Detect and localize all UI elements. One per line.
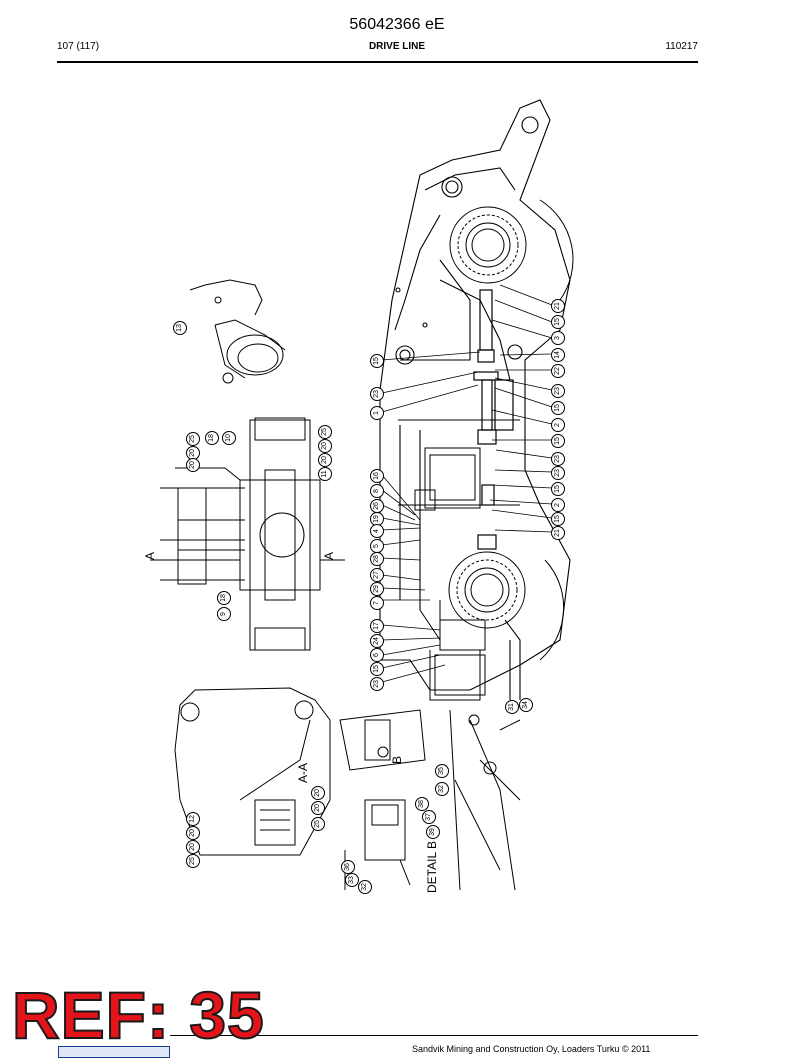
callout-33: 33 xyxy=(345,873,359,887)
transmission xyxy=(414,447,486,701)
callout-20: 20 xyxy=(186,458,200,472)
callout-11: 11 xyxy=(318,467,332,481)
callout-15: 15 xyxy=(370,354,384,368)
callouts xyxy=(381,284,553,683)
callout-23: 23 xyxy=(551,466,565,480)
callout-23: 23 xyxy=(370,387,384,401)
callout-13: 13 xyxy=(173,321,187,335)
callout-36: 36 xyxy=(341,860,355,874)
axle-section-view xyxy=(150,417,345,651)
callout-4: 4 xyxy=(370,524,384,538)
section-a-a-label: A-A xyxy=(296,762,310,783)
callout-15: 15 xyxy=(551,315,565,329)
callout-20: 20 xyxy=(186,826,200,840)
callout-20: 20 xyxy=(186,840,200,854)
callout-5: 5 xyxy=(370,539,384,553)
callout-20: 20 xyxy=(318,453,332,467)
callout-14: 14 xyxy=(551,348,565,362)
callout-39: 39 xyxy=(426,825,440,839)
callout-29: 29 xyxy=(370,582,384,596)
callout-32: 32 xyxy=(435,782,449,796)
callout-24: 24 xyxy=(370,634,384,648)
front-axle-hub xyxy=(449,199,574,301)
footer-rule xyxy=(170,1035,698,1036)
callout-32: 32 xyxy=(358,880,372,894)
callout-23: 23 xyxy=(551,384,565,398)
callout-16: 16 xyxy=(370,469,384,483)
callout-1: 1 xyxy=(370,406,384,420)
callout-9: 9 xyxy=(217,607,231,621)
callout-20: 20 xyxy=(311,786,325,800)
callout-3: 3 xyxy=(551,331,565,345)
callout-38: 38 xyxy=(415,797,429,811)
section-a-a-view xyxy=(174,687,331,856)
callout-26: 26 xyxy=(370,499,384,513)
callout-20: 20 xyxy=(318,439,332,453)
callout-34: 34 xyxy=(519,698,533,712)
callout-15: 15 xyxy=(551,482,565,496)
callout-25: 25 xyxy=(318,425,332,439)
drive-shafts xyxy=(473,289,514,550)
detail-b-marker: B xyxy=(390,755,404,764)
callout-15: 15 xyxy=(551,434,565,448)
callout-6: 6 xyxy=(370,648,384,662)
callout-18: 18 xyxy=(205,431,219,445)
rear-axle-hub xyxy=(448,551,565,661)
callout-8: 8 xyxy=(370,484,384,498)
callout-20: 20 xyxy=(311,801,325,815)
callout-35: 35 xyxy=(435,764,449,778)
callout-28: 28 xyxy=(370,552,384,566)
callout-17: 17 xyxy=(370,619,384,633)
callout-15: 15 xyxy=(551,401,565,415)
callout-22: 22 xyxy=(551,364,565,378)
footer-copyright: Sandvik Mining and Construction Oy, Load… xyxy=(412,1044,651,1054)
detail-b-label: DETAIL B xyxy=(425,840,439,893)
document-number: 56042366 eE xyxy=(349,16,445,33)
section-marker-left: A xyxy=(143,551,157,560)
callout-37: 37 xyxy=(422,810,436,824)
callout-12: 12 xyxy=(186,812,200,826)
callout-15: 15 xyxy=(370,662,384,676)
callout-10: 10 xyxy=(222,431,236,445)
section-marker-right: A xyxy=(322,551,336,560)
callout-2: 2 xyxy=(551,498,565,512)
hub-detail-view xyxy=(189,279,286,384)
section-title: DRIVE LINE xyxy=(368,41,426,52)
document-date: 110217 xyxy=(665,41,698,52)
callout-25: 25 xyxy=(186,854,200,868)
callout-31: 31 xyxy=(505,700,519,714)
callout-21: 21 xyxy=(551,526,565,540)
callout-7: 7 xyxy=(370,596,384,610)
brand-logo xyxy=(58,1046,170,1058)
page-number: 107 (117) xyxy=(57,41,100,52)
header-rule xyxy=(57,61,698,63)
callout-2: 2 xyxy=(551,418,565,432)
callout-23: 23 xyxy=(370,677,384,691)
reference-stamp: REF: 35 xyxy=(11,978,265,1052)
callout-27: 27 xyxy=(370,568,384,582)
callout-15: 15 xyxy=(551,512,565,526)
callout-25: 25 xyxy=(186,432,200,446)
callout-21: 21 xyxy=(551,299,565,313)
callout-18: 18 xyxy=(217,591,231,605)
callout-23: 23 xyxy=(551,452,565,466)
main-frame xyxy=(379,99,571,700)
hydraulic-lines-view xyxy=(449,709,521,891)
callout-25: 25 xyxy=(311,817,325,831)
